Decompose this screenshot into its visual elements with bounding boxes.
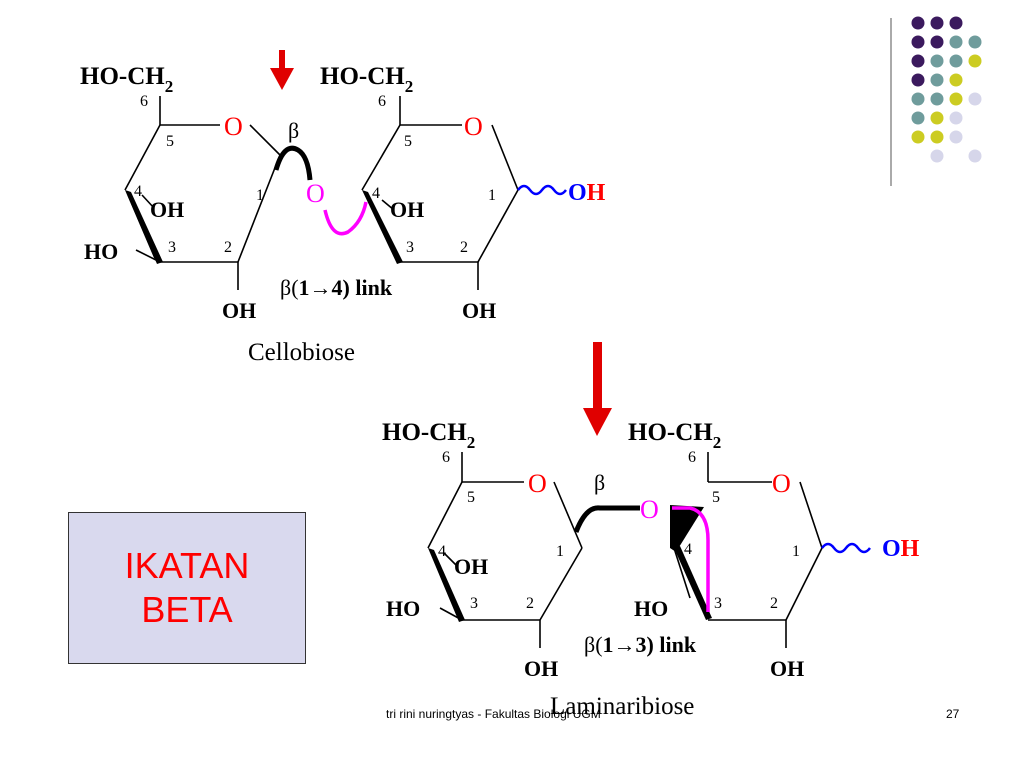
carbon-6-label: 6 <box>688 449 696 466</box>
c4-hydroxyl-label: OH <box>150 197 184 222</box>
decorative-dot <box>930 92 944 106</box>
cellobiose-right-ch2: HO-CH2 <box>320 63 413 96</box>
beta-label: β <box>288 118 299 143</box>
glycosidic-oxygen-label: O <box>640 495 659 524</box>
c4-hydroxyl-label: OH <box>390 197 424 222</box>
carbon-2-label: 2 <box>224 239 232 256</box>
ring-oxygen-label: O <box>772 469 791 498</box>
decorative-dot <box>949 54 963 68</box>
decorative-dot <box>911 130 925 144</box>
decorative-dot <box>911 54 925 68</box>
carbon-6-label: 6 <box>140 93 148 110</box>
cellobiose-left-ch2: HO-CH2 <box>80 63 173 96</box>
label-line-2: BETA <box>141 589 233 630</box>
carbon-6-label: 6 <box>378 93 386 110</box>
cellobiose-structure: HO-CH2 6 5 O β 4 OH 1 HO 3 2 OH O HO-CH2… <box>80 63 606 366</box>
page-number: 27 <box>946 707 960 721</box>
carbon-1-label: 1 <box>488 187 496 204</box>
decorative-dot <box>911 16 925 30</box>
decorative-dot <box>911 92 925 106</box>
c3-hydroxyl-label: HO <box>634 596 668 621</box>
carbon-5-label: 5 <box>404 133 412 150</box>
decorative-dot <box>930 130 944 144</box>
carbon-2-label: 2 <box>526 595 534 612</box>
laminaribiose-right-ch2: HO-CH2 <box>628 419 721 452</box>
laminaribiose-left-ch2: HO-CH2 <box>382 419 475 452</box>
glycosidic-oxygen-label: O <box>306 179 325 208</box>
carbon-6-label: 6 <box>442 449 450 466</box>
ring-oxygen-label: O <box>464 112 483 141</box>
carbon-3-label: 3 <box>470 595 478 612</box>
decorative-dot <box>968 35 982 49</box>
c3-hydroxyl-label: HO <box>386 596 420 621</box>
decorative-dot <box>911 73 925 87</box>
decorative-dot <box>949 16 963 30</box>
decorative-dot <box>911 35 925 49</box>
carbon-3-label: 3 <box>406 239 414 256</box>
carbon-4-label: 4 <box>438 543 446 560</box>
decorative-dot <box>968 149 982 163</box>
decorative-dot <box>949 35 963 49</box>
carbon-4-label: 4 <box>134 183 142 200</box>
decorative-dot <box>930 111 944 125</box>
decorative-dot <box>930 54 944 68</box>
decorative-dot <box>930 16 944 30</box>
carbon-2-label: 2 <box>770 595 778 612</box>
c4-hydroxyl-label: OH <box>454 554 488 579</box>
c2-hydroxyl-label: OH <box>524 656 558 681</box>
anomeric-hydroxyl-label: OH <box>568 180 606 206</box>
decorative-dot <box>949 73 963 87</box>
decorative-dot <box>930 73 944 87</box>
anomeric-hydroxyl-label: OH <box>882 536 920 562</box>
ring-oxygen-label: O <box>528 469 547 498</box>
carbon-1-label: 1 <box>556 543 564 560</box>
cellobiose-name: Cellobiose <box>248 339 355 366</box>
decorative-dot-grid <box>911 16 982 163</box>
decorative-dot <box>949 111 963 125</box>
label-line-1: IKATAN <box>124 545 250 586</box>
link-label: β(1→3) link <box>584 632 697 657</box>
ring-oxygen-label: O <box>224 112 243 141</box>
carbon-2-label: 2 <box>460 239 468 256</box>
c3-hydroxyl-label: HO <box>84 239 118 264</box>
link-label: β(1→4) link <box>280 275 393 300</box>
carbon-5-label: 5 <box>467 489 475 506</box>
arrow-down-icon <box>583 342 612 436</box>
c2-hydroxyl-label: OH <box>222 298 256 323</box>
carbon-4-label: 4 <box>372 185 380 202</box>
decorative-dot <box>930 35 944 49</box>
carbon-1-label: 1 <box>792 543 800 560</box>
carbon-5-label: 5 <box>166 133 174 150</box>
decorative-dot <box>949 92 963 106</box>
decorative-dot <box>911 111 925 125</box>
decorative-dot <box>968 54 982 68</box>
carbon-1-label: 1 <box>256 187 264 204</box>
decorative-dot <box>968 92 982 106</box>
footer-author: tri rini nuringtyas - Fakultas Biologi U… <box>386 707 601 721</box>
beta-label: β <box>594 470 605 495</box>
decorative-dot <box>930 149 944 163</box>
carbon-4-label: 4 <box>684 541 692 558</box>
carbon-3-label: 3 <box>168 239 176 256</box>
decorative-dot <box>949 130 963 144</box>
c2-hydroxyl-label: OH <box>462 298 496 323</box>
laminaribiose-structure: HO-CH2 6 5 O β 4 OH 1 HO 3 2 OH O HO-CH2… <box>382 419 920 720</box>
carbon-5-label: 5 <box>712 489 720 506</box>
laminaribiose-name: Laminaribiose <box>550 693 694 720</box>
carbon-3-label: 3 <box>714 595 722 612</box>
ikatan-beta-label-box: IKATAN BETA <box>68 512 306 664</box>
arrow-down-icon <box>270 50 294 90</box>
c2-hydroxyl-label: OH <box>770 656 804 681</box>
